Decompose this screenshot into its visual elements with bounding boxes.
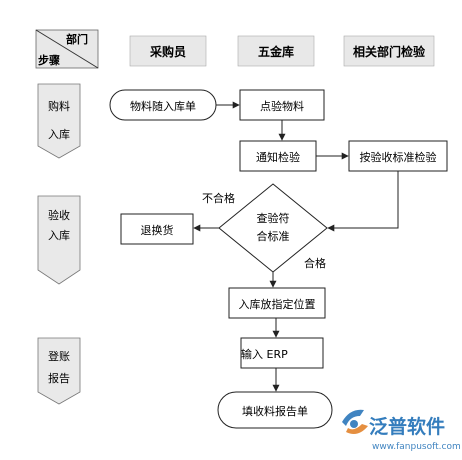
brand-watermark: 泛普软件 www.fanpusoft.com — [342, 409, 461, 452]
arrow-inspect-to-decision — [327, 171, 399, 232]
node-notify-inspection: 通知检验 — [239, 140, 317, 172]
node-store-location-label: 入库放指定位置 — [239, 297, 316, 311]
node-input-erp-label: 输入 ERP — [241, 347, 288, 361]
step-acceptance-line1: 验收 — [48, 208, 70, 222]
node-store-location: 入库放指定位置 — [228, 287, 326, 319]
edge-label-fail: 不合格 — [202, 191, 235, 205]
step-record-line1: 登账 — [48, 349, 70, 363]
column-header-inspection-dept-label: 相关部门检验 — [353, 44, 426, 59]
brand-url: www.fanpusoft.com — [372, 442, 461, 452]
column-header-hardware-store-label: 五金库 — [258, 44, 294, 59]
node-material-receipt: 物料随入库单 — [109, 89, 217, 121]
brand-logo-icon — [342, 409, 368, 434]
node-return-goods: 退换货 — [120, 213, 194, 245]
node-decision-line1: 查验符 — [257, 211, 290, 225]
node-material-receipt-label: 物料随入库单 — [130, 99, 196, 113]
step-purchase-line2: 入库 — [48, 128, 70, 141]
step-acceptance-inbound: 验收 入库 — [37, 195, 81, 285]
edge-label-pass: 合格 — [304, 256, 326, 270]
node-notify-inspection-label: 通知检验 — [256, 150, 300, 164]
corner-dept-label: 部门 — [66, 32, 88, 46]
column-header-hardware-store: 五金库 — [237, 35, 315, 67]
column-header-buyer: 采购员 — [129, 35, 207, 67]
step-purchase-inbound: 购料 入库 — [37, 83, 81, 159]
step-record-line2: 报告 — [48, 371, 70, 385]
header-corner: 部门 步骤 — [35, 29, 99, 69]
connectors — [193, 101, 399, 392]
node-fill-report: 填收料报告单 — [217, 391, 333, 429]
node-return-goods-label: 退换货 — [141, 223, 174, 237]
column-header-buyer-label: 采购员 — [149, 44, 186, 59]
step-record-report: 登账 报告 — [37, 337, 81, 405]
node-input-erp: 输入 ERP — [240, 337, 324, 369]
node-inspect-by-standard: 按验收标准检验 — [348, 140, 448, 172]
node-check-material-label: 点验物料 — [260, 99, 304, 113]
step-purchase-line1: 购料 — [48, 99, 70, 113]
corner-step-label: 步骤 — [38, 53, 60, 67]
node-check-material: 点验物料 — [239, 89, 325, 121]
step-acceptance-line2: 入库 — [48, 229, 70, 242]
node-fill-report-label: 填收料报告单 — [242, 404, 308, 418]
node-decision-line2: 合标准 — [257, 229, 290, 243]
column-header-inspection-dept: 相关部门检验 — [343, 35, 435, 67]
brand-name: 泛普软件 — [369, 415, 445, 438]
node-inspect-by-standard-label: 按验收标准检验 — [360, 150, 437, 164]
